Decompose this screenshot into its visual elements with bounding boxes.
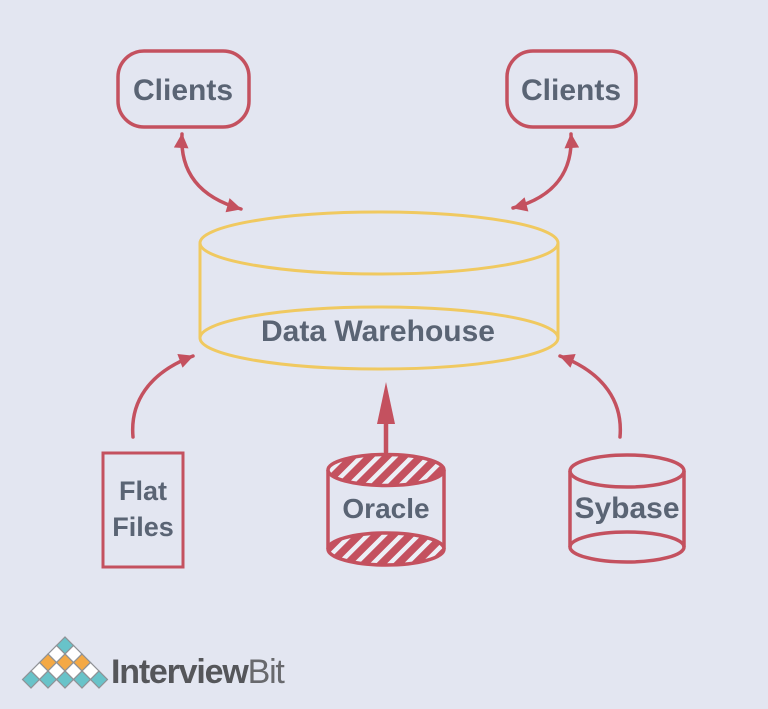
arrow [558, 354, 623, 439]
logo-diamond-teal [21, 670, 41, 689]
flat-files-label-line1: Flat [119, 476, 167, 506]
edge-clients-right-warehouse [511, 132, 580, 212]
arrow-head [377, 382, 395, 424]
logo-text-bit: Bit [248, 653, 286, 691]
edge-oracle-warehouse [377, 382, 395, 455]
edge-flat-files-warehouse [130, 354, 195, 439]
node-clients-right: Clients [505, 49, 638, 129]
oracle-bottom-ellipse [326, 531, 446, 567]
clients-left-label: Clients [133, 74, 233, 107]
flat-files-box [101, 451, 185, 569]
bidirectional-arrow [173, 132, 243, 213]
node-data-warehouse: Data Warehouse [198, 210, 560, 371]
sybase-label: Sybase [574, 492, 679, 525]
edge-clients-left-warehouse [173, 132, 243, 213]
clients-left-box [116, 49, 251, 129]
logo-text-interview: Interview [111, 653, 249, 691]
oracle-label: Oracle [342, 493, 429, 524]
node-clients-left: Clients [116, 49, 251, 129]
oracle-top-ellipse [326, 452, 446, 488]
interviewbit-logo-mark [21, 636, 109, 689]
warehouse-label: Data Warehouse [261, 315, 495, 348]
interviewbit-logo-text: InterviewBit [111, 653, 285, 691]
interviewbit-logo: InterviewBit [21, 636, 287, 691]
logo-diamond-teal [38, 670, 58, 689]
warehouse-top-ellipse [198, 210, 560, 276]
node-oracle: Oracle [326, 452, 446, 567]
logo-diamond-teal [55, 670, 75, 689]
logo-diamond-teal [72, 670, 92, 689]
flat-files-label-line2: Files [112, 512, 174, 542]
warehouse-bottom-ellipse [198, 305, 560, 371]
bidirectional-arrow [511, 132, 580, 212]
clients-right-box [505, 49, 638, 129]
arrow [130, 354, 195, 439]
logo-diamond-teal [89, 670, 109, 689]
edge-sybase-warehouse [558, 354, 623, 439]
node-flat-files: Flat Files [101, 451, 185, 569]
node-sybase: Sybase [568, 453, 686, 564]
clients-right-label: Clients [521, 74, 621, 107]
sybase-bottom-ellipse [568, 530, 686, 564]
sybase-top-ellipse [568, 453, 686, 489]
